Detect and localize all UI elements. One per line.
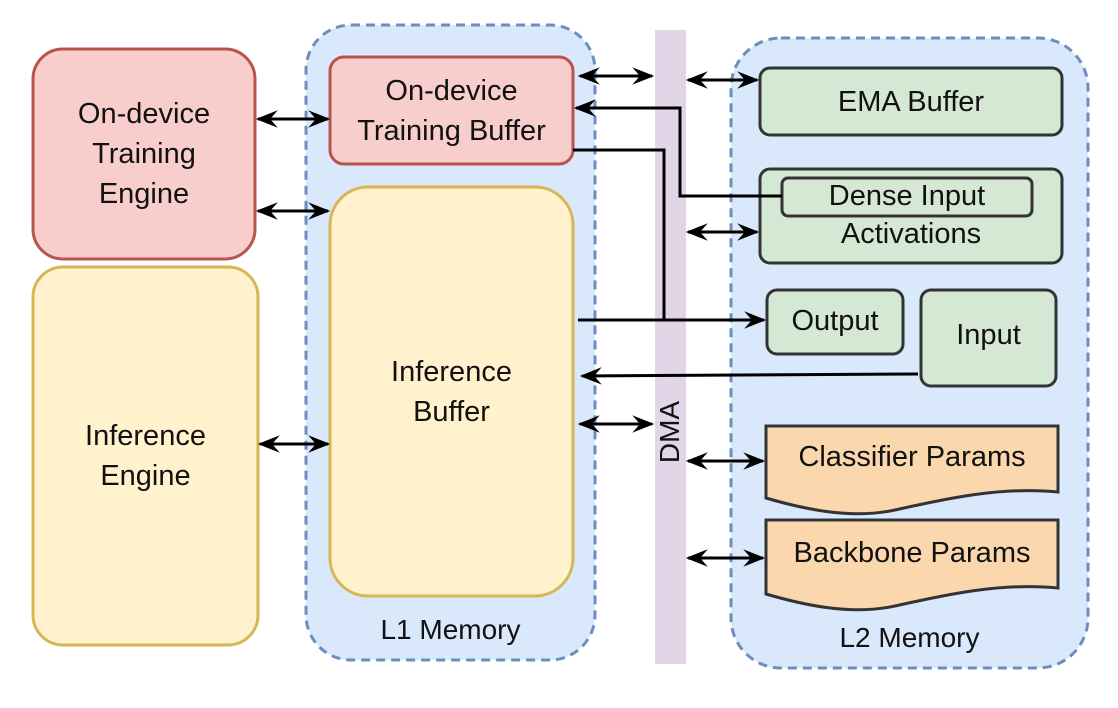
output-label: Output (791, 305, 879, 337)
ema-buffer-label: EMA Buffer (837, 85, 985, 118)
input-box (919, 288, 1058, 388)
input-label: Input (956, 319, 1021, 351)
training-engine-label: On-device Training Engine (77, 98, 211, 210)
connector-dense-input-to-training-buffer (573, 99, 782, 198)
output-box (765, 288, 905, 356)
classifier-params-shape (764, 424, 1060, 516)
connector-training-buffer-to-output (573, 148, 666, 320)
backbone-params-label: Backbone Params (793, 537, 1031, 569)
inference-buffer-box (328, 185, 575, 598)
l1-memory-label: L1 Memory (380, 614, 521, 645)
dma-label: DMA (654, 400, 685, 464)
training-buffer-label: On-device Training Buffer (357, 74, 546, 147)
dense-input-label: Dense Input (828, 180, 986, 212)
l2-memory-label: L2 Memory (839, 622, 980, 653)
connector-input-to-inference-buffer (579, 367, 919, 385)
classifier-params-label: Classifier Params (798, 441, 1026, 473)
inference-engine-box (31, 265, 260, 647)
inference-buffer-label: Inference Buffer (391, 355, 512, 428)
activations-label: Activations (840, 218, 982, 250)
training-engine-box (31, 47, 257, 261)
inference-engine-label: Inference Engine (85, 420, 206, 492)
ema-buffer-box (758, 66, 1064, 137)
backbone-params-shape (764, 518, 1060, 612)
